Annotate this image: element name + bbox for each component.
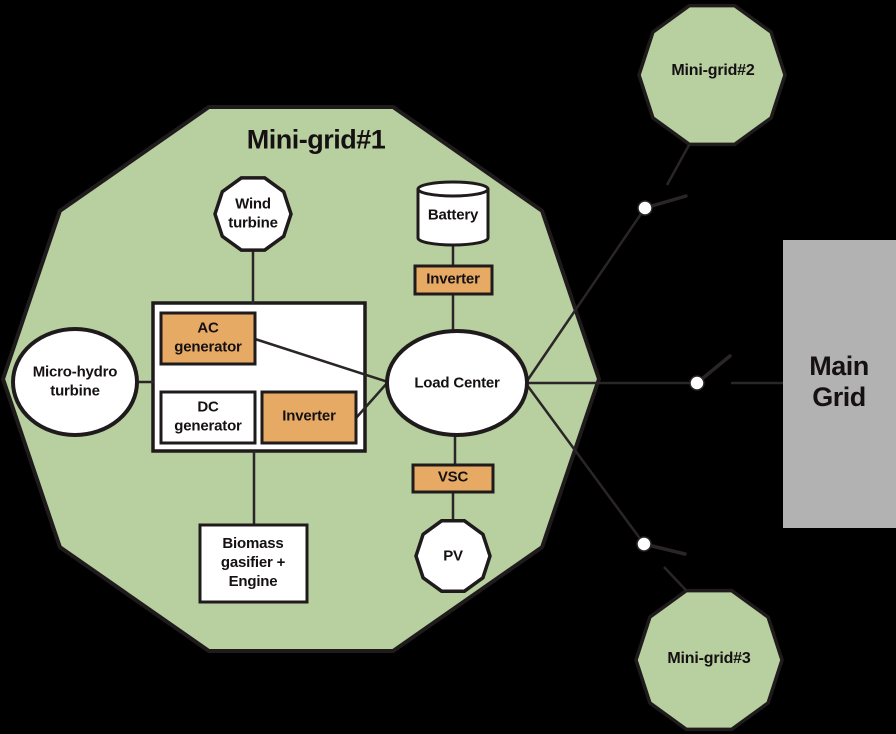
switch-hinge — [637, 200, 653, 216]
switch-hinge — [636, 536, 652, 552]
switch-mini-grid-3 — [636, 536, 687, 556]
micro-hydro-node — [11, 327, 139, 437]
wire-switch-to-mini-grid-2 — [665, 143, 691, 186]
battery-inverter-box — [413, 264, 494, 296]
switch-mini-grid-2 — [637, 194, 688, 216]
wire-inverter-to-load-center — [355, 381, 389, 419]
pv-node — [414, 519, 492, 593]
mini-grid-3-region — [634, 588, 784, 732]
generator-inverter-box — [260, 390, 358, 445]
mini-grid-2-region — [637, 3, 787, 147]
ac-generator-box — [159, 311, 257, 366]
switch-main-grid — [689, 354, 732, 391]
wire-switch-to-mini-grid-3 — [663, 566, 688, 592]
dc-generator-box — [159, 390, 257, 445]
battery-cylinder-top — [416, 180, 490, 198]
wire-load-center-to-switch-2 — [525, 207, 647, 382]
wire-load-center-to-switch-3 — [525, 384, 646, 545]
battery-node — [416, 180, 490, 247]
main-grid-block — [783, 240, 896, 528]
wire-ac-generator-to-load-center — [254, 337, 389, 384]
switch-hinge — [689, 375, 705, 391]
vsc-box — [411, 463, 495, 494]
biomass-box — [198, 523, 309, 604]
wind-turbine-node — [213, 176, 293, 252]
battery-cylinder-body — [416, 189, 490, 247]
load-center-node — [385, 329, 529, 437]
